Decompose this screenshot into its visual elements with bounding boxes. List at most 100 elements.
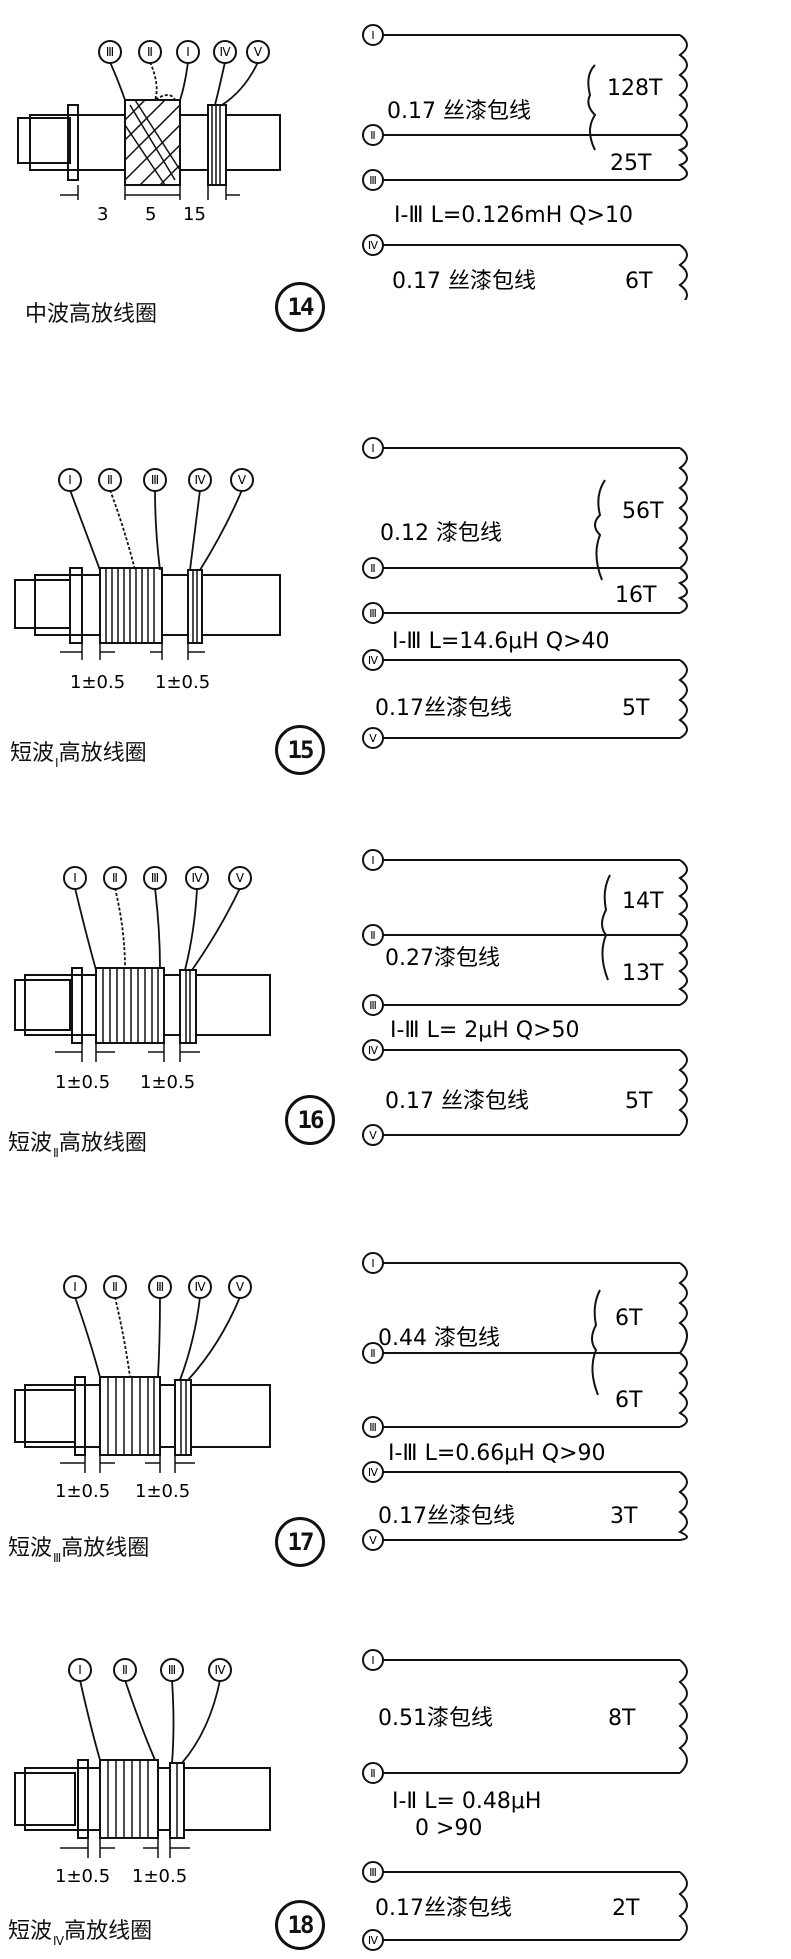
primary-winding — [95, 967, 165, 1044]
wire-primary: 0.12 漆包线 — [380, 521, 502, 546]
dimension-labels: 1±0.5 1±0.5 — [70, 672, 210, 693]
spec-line2: 0 >90 — [415, 1816, 482, 1841]
secondary-winding — [207, 104, 227, 186]
figure-caption: 中波高放线圈 — [25, 302, 158, 327]
turns-lower: 16T — [615, 583, 657, 608]
bobbin-end — [17, 117, 71, 164]
dimension-label: 15 — [183, 204, 206, 225]
terminal-label: Ⅲ — [106, 45, 114, 59]
figure-number: 17 — [275, 1517, 325, 1567]
flange-left — [67, 104, 79, 181]
dimension-label: 1±0.5 — [70, 672, 125, 693]
figure-17-drawing: Ⅰ Ⅱ Ⅲ Ⅳ Ⅴ 1±0.5 1±0.5 — [14, 1252, 688, 1551]
spec: Ⅰ-Ⅲ L=0.66μH Q>90 — [388, 1441, 606, 1466]
schematic-terminal-markers — [362, 437, 384, 749]
figure-18-panel: Ⅰ Ⅱ Ⅲ Ⅳ 1±0.5 1±0.5 — [0, 1630, 791, 1959]
dimension-label: 5 — [145, 204, 156, 225]
schematic-text: 0.51漆包线 8T Ⅰ-Ⅱ L= 0.48μH 0 >90 0.17丝漆包线 … — [375, 1706, 640, 1921]
svg-text:Ⅰ: Ⅰ — [371, 1257, 374, 1270]
secondary-winding — [179, 969, 197, 1044]
dimension-label: 1±0.5 — [55, 1072, 110, 1093]
schematic-terminal-labels: Ⅰ Ⅱ Ⅲ Ⅳ Ⅴ — [368, 29, 379, 252]
turns-secondary: 5T — [622, 696, 650, 721]
terminal-label: Ⅱ — [122, 1663, 128, 1677]
svg-text:Ⅳ: Ⅳ — [368, 1466, 379, 1479]
svg-text:Ⅳ: Ⅳ — [368, 239, 379, 252]
dimension-lines — [60, 1455, 195, 1473]
brace — [594, 479, 606, 581]
terminal-label: Ⅲ — [151, 871, 159, 885]
terminal-markers — [63, 1275, 252, 1299]
figure-caption: 短波Ⅱ高放线圈 — [8, 1131, 147, 1160]
coil-lower — [677, 934, 688, 1006]
terminal-labels: Ⅰ Ⅱ Ⅲ Ⅳ — [78, 1663, 225, 1677]
terminal-label: Ⅰ — [78, 1663, 82, 1677]
terminal-label: Ⅱ — [112, 1280, 118, 1294]
dimension-lines — [60, 185, 240, 200]
brace — [591, 1289, 601, 1396]
terminal-label: Ⅴ — [236, 871, 245, 885]
coil-upper — [678, 447, 688, 569]
secondary-winding — [169, 1762, 185, 1839]
wire-primary: 0.51漆包线 — [378, 1706, 493, 1731]
terminal-labels: Ⅰ Ⅱ Ⅲ Ⅳ Ⅴ — [73, 871, 245, 885]
svg-text:Ⅳ: Ⅳ — [368, 654, 379, 667]
coil-secondary — [678, 659, 688, 739]
terminal-label: Ⅳ — [219, 45, 230, 59]
turns-secondary: 2T — [612, 1896, 640, 1921]
dimension-lines — [60, 1838, 190, 1858]
terminal-label: Ⅴ — [236, 1280, 245, 1294]
terminal-label: Ⅳ — [194, 473, 205, 487]
dimension-label: 3 — [97, 204, 108, 225]
schematic-terminal-labels: Ⅰ Ⅱ Ⅲ Ⅳ Ⅴ — [368, 442, 379, 745]
coil-secondary — [678, 1049, 688, 1136]
dimension-label: 1±0.5 — [132, 1866, 187, 1887]
turns-upper: 6T — [615, 1306, 643, 1331]
terminal-label: Ⅴ — [238, 473, 247, 487]
svg-text:Ⅰ: Ⅰ — [371, 442, 374, 455]
terminal-label: Ⅰ — [68, 473, 72, 487]
svg-text:Ⅲ: Ⅲ — [369, 999, 377, 1012]
turns-primary: 8T — [608, 1706, 636, 1731]
schematic-terminal-markers — [362, 1649, 384, 1951]
terminal-leads — [74, 887, 241, 971]
figure-caption: 短波Ⅲ高放线圈 — [8, 1536, 150, 1565]
schematic — [375, 447, 688, 739]
coil-secondary — [677, 1471, 688, 1541]
terminal-label: Ⅱ — [147, 45, 153, 59]
wire-primary: 0.27漆包线 — [385, 946, 500, 971]
terminal-labels: Ⅲ Ⅱ Ⅰ Ⅳ Ⅴ — [106, 45, 263, 59]
wire-primary: 0.17 丝漆包线 — [387, 99, 531, 124]
primary-winding — [99, 1376, 161, 1456]
terminal-leads — [74, 1296, 241, 1381]
dimension-labels: 1±0.5 1±0.5 — [55, 1866, 187, 1887]
figure-caption: 短波Ⅰ高放线圈 — [10, 741, 147, 770]
figure-number: 18 — [275, 1900, 325, 1950]
spec: Ⅰ-Ⅲ L=0.126mH Q>10 — [394, 203, 633, 228]
svg-text:Ⅱ: Ⅱ — [370, 129, 375, 142]
brace — [601, 874, 611, 981]
terminal-label: Ⅳ — [191, 871, 202, 885]
schematic-terminal-labels: Ⅰ Ⅱ Ⅲ Ⅳ Ⅴ — [368, 854, 379, 1142]
svg-text:Ⅲ: Ⅲ — [369, 607, 377, 620]
terminal-label: Ⅱ — [107, 473, 113, 487]
schematic — [375, 1659, 688, 1941]
spec-line1: Ⅰ-Ⅱ L= 0.48μH — [392, 1789, 541, 1814]
figure-number: 16 — [285, 1095, 335, 1145]
turns-upper: 14T — [622, 889, 664, 914]
secondary-winding — [187, 569, 203, 644]
terminal-leads — [109, 61, 259, 106]
primary-winding-hatched — [124, 99, 181, 186]
spec: Ⅰ-Ⅲ L=14.6μH Q>40 — [392, 629, 610, 654]
dimension-label: 1±0.5 — [155, 672, 210, 693]
terminal-label: Ⅳ — [194, 1280, 205, 1294]
terminal-markers — [63, 866, 252, 890]
coil-lower — [678, 1352, 688, 1428]
svg-text:Ⅱ: Ⅱ — [370, 1767, 375, 1780]
schematic-text: 0.27漆包线 14T 13T Ⅰ-Ⅲ L= 2μH Q>50 0.17 丝漆包… — [385, 889, 664, 1114]
brace — [587, 64, 597, 151]
svg-text:Ⅳ: Ⅳ — [368, 1044, 379, 1057]
dimension-labels: 1±0.5 1±0.5 — [55, 1072, 195, 1093]
schematic-terminal-markers — [362, 24, 384, 256]
dimension-lines — [55, 1043, 200, 1062]
